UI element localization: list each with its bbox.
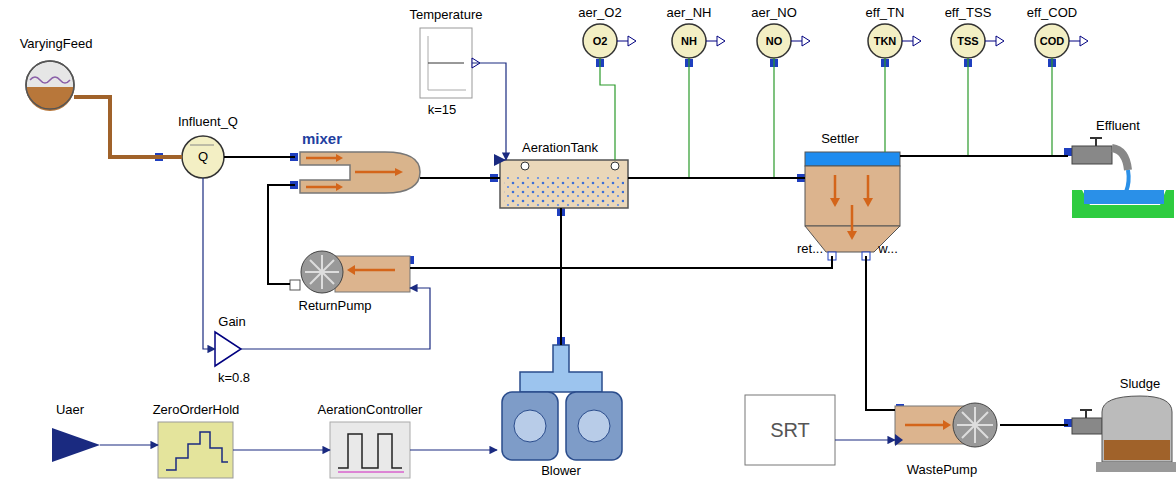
- sensor-gauge: aer_O2O2: [583, 24, 617, 58]
- flow-connector: [420, 177, 500, 179]
- sensor-connector: [884, 58, 885, 152]
- pump-symbol: [290, 251, 410, 293]
- pipe-connector: [74, 97, 182, 157]
- aeration-tank: [494, 154, 628, 208]
- component-text: COD: [1040, 35, 1064, 47]
- flow-connector: [268, 185, 295, 284]
- signal-connector: [100, 444, 158, 445]
- component-label: eff_TSS: [945, 6, 992, 20]
- sludge-tank: [1072, 396, 1176, 472]
- sludge-tank: Sludge: [1068, 395, 1172, 473]
- component-label: AerationTank: [522, 141, 598, 155]
- sensor-connector: [900, 58, 968, 156]
- component-label: SRT: [770, 419, 810, 441]
- component-label: Effluent: [1096, 119, 1140, 133]
- component-label: Sludge: [1120, 377, 1160, 391]
- signal-connector: [241, 288, 430, 349]
- component-text: NH: [681, 35, 697, 47]
- srt-block: SRT: [745, 395, 835, 465]
- component-label: Blower: [541, 464, 581, 478]
- flow-connector: [866, 256, 895, 410]
- port-squares: [155, 59, 1072, 427]
- component-text: TSS: [957, 35, 978, 47]
- blower: Blower: [497, 345, 625, 463]
- component-text: O2: [593, 35, 608, 47]
- component-text: k=0.8: [218, 371, 250, 385]
- component-label: aer_NH: [667, 6, 712, 20]
- component-label: WastePump: [907, 463, 977, 477]
- component-label: ReturnPump: [299, 299, 372, 313]
- sensor-connector: [628, 58, 774, 178]
- component-label: Influent_Q: [178, 115, 238, 129]
- signal-connector: [410, 449, 497, 450]
- pump: ReturnPump: [290, 252, 410, 296]
- sensor-connector: [628, 58, 689, 178]
- flow-connector: [628, 177, 805, 179]
- component-label: Gain: [218, 315, 245, 329]
- blower-symbol: [502, 345, 622, 460]
- component-label: AerationController: [318, 403, 423, 417]
- component-label: aer_O2: [578, 6, 621, 20]
- sensor-gauge: eff_TSSTSS: [951, 24, 985, 58]
- component-label: eff_TN: [866, 6, 905, 20]
- sensor-gauge: eff_TNTKN: [868, 24, 902, 58]
- sensor-gauge: eff_CODCOD: [1035, 24, 1069, 58]
- effluent-outlet: [1072, 138, 1174, 218]
- pump: WastePump: [895, 395, 1000, 455]
- signal-connector: [472, 63, 506, 160]
- flow-connector: [1000, 424, 1068, 426]
- feed-source: VaryingFeed: [26, 61, 74, 109]
- component-text: k=15: [428, 103, 457, 117]
- flow-connector: [560, 208, 562, 345]
- signal-connector: [233, 449, 330, 450]
- aeration-tank: AerationTank: [500, 160, 628, 208]
- sensor-connector: [600, 58, 615, 160]
- signal-connector: [835, 439, 895, 440]
- sensor-gauge: aer_NHNH: [672, 24, 706, 58]
- temperature-source: [420, 28, 480, 98]
- pump-symbol: [895, 403, 997, 447]
- sensor-connector: [900, 58, 1052, 156]
- component-label: Uaer: [56, 403, 84, 417]
- input-triangle: [52, 428, 100, 462]
- component-label: VaryingFeed: [20, 37, 93, 51]
- component-text: NO: [766, 35, 783, 47]
- component-label: ZeroOrderHold: [153, 403, 240, 417]
- component-text: TKN: [874, 35, 897, 47]
- zero-order-hold: ZeroOrderHold: [158, 422, 233, 478]
- aeration-controller: AerationController: [330, 422, 410, 478]
- component-label: aer_NO: [751, 6, 797, 20]
- component-label: eff_COD: [1027, 6, 1077, 20]
- settler: Settlerret...w...: [805, 152, 900, 256]
- sensor-gauge: aer_NONO: [757, 24, 791, 58]
- flow-connector: [410, 256, 832, 268]
- component-text: ret...: [797, 242, 823, 256]
- effluent-outlet: Effluent: [1068, 140, 1172, 218]
- zero-order-hold: [158, 422, 233, 478]
- component-label: Settler: [821, 132, 859, 146]
- feed-tank: [26, 61, 74, 111]
- flow-sensor: Influent_QQ: [182, 136, 224, 178]
- flow-connector: [224, 156, 295, 158]
- signal-connector: [203, 178, 215, 349]
- flow-connector: [900, 155, 1068, 157]
- gain-block: Gaink=0.8: [215, 332, 241, 366]
- component-label: Temperature: [410, 8, 483, 22]
- component-text: Q: [198, 150, 208, 164]
- mixer-symbol: [300, 152, 420, 193]
- component-label: mixer: [302, 131, 342, 148]
- sensor-gauges: [583, 24, 1069, 58]
- srt-block: [745, 395, 835, 465]
- flow-gauge: [182, 136, 224, 178]
- mixer: mixer: [295, 150, 420, 195]
- temperature-source: Temperaturek=15: [420, 28, 472, 98]
- controller-block: [330, 422, 410, 478]
- component-text: w...: [878, 242, 898, 256]
- input-signal: Uaer: [52, 428, 100, 462]
- gain-triangle: [215, 332, 241, 366]
